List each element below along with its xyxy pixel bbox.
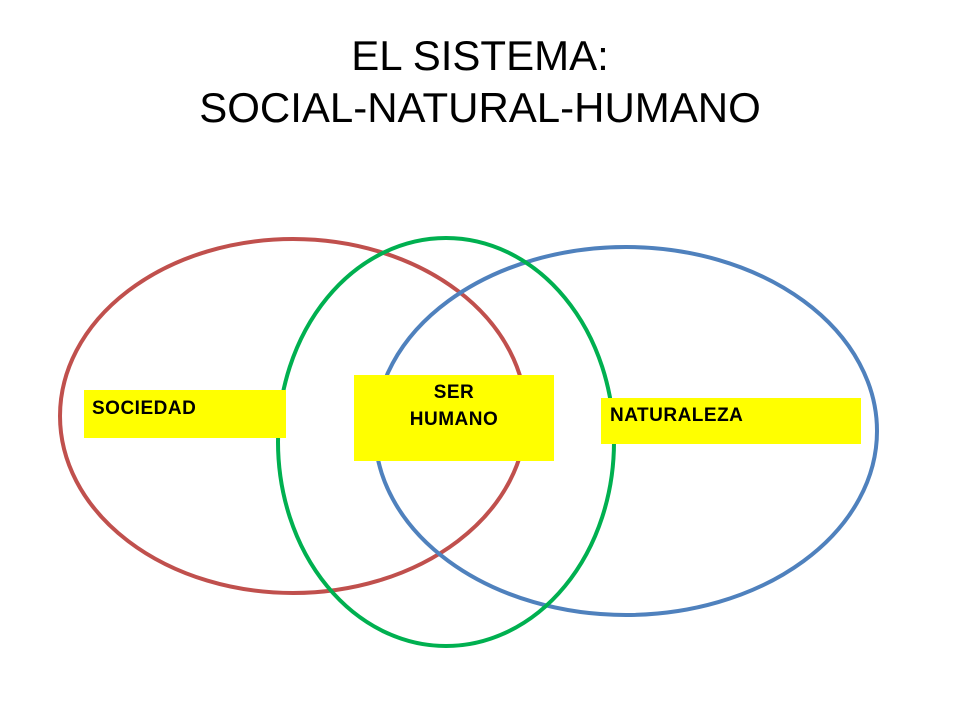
naturaleza-label-text: NATURALEZA [610,405,744,426]
slide-title: EL SISTEMA: SOCIAL-NATURAL-HUMANO [0,30,960,134]
ser-humano-label: SER HUMANO [354,375,554,461]
ser-humano-label-line-1: SER [433,382,475,403]
sociedad-label: SOCIEDAD [84,390,286,438]
slide-title-line-1: EL SISTEMA: [351,32,609,79]
sociedad-label-text: SOCIEDAD [92,398,197,419]
slide-title-line-2: SOCIAL-NATURAL-HUMANO [199,84,761,131]
ser-humano-label-line-2: HUMANO [409,409,499,430]
naturaleza-label: NATURALEZA [601,398,861,444]
